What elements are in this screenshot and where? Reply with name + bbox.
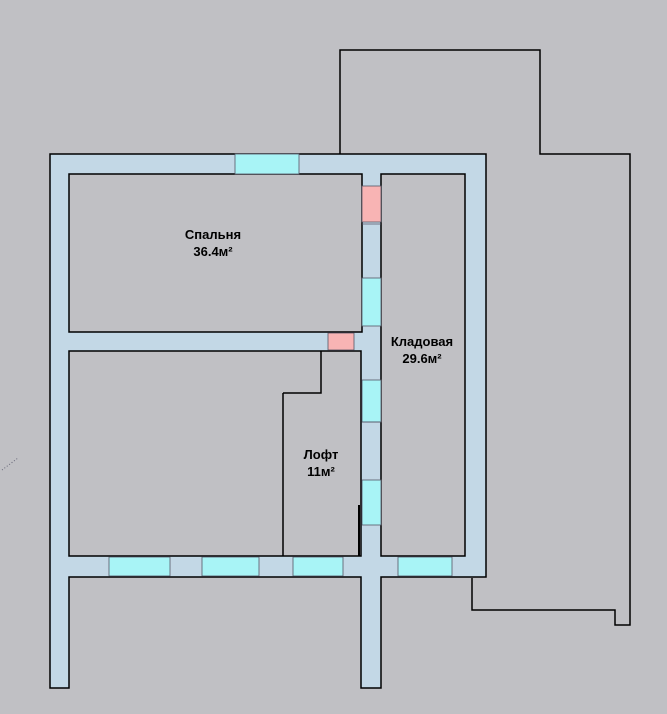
window-bottom-1	[108, 556, 171, 577]
room-name-loft: Лофт	[303, 447, 339, 462]
room-area-storage: 29.6м²	[402, 351, 442, 366]
door-lower-room	[327, 332, 355, 351]
window-mid-1	[361, 277, 382, 327]
room-name-bedroom: Спальня	[184, 227, 242, 242]
dotted-mark	[1, 457, 19, 471]
room-loft-area	[282, 351, 322, 556]
window-bottom-2	[201, 556, 260, 577]
room-area-loft: 11м²	[307, 464, 335, 479]
room-storage-area	[380, 173, 466, 557]
room-label-storage: Кладовая 29.6м²	[362, 333, 482, 367]
window-bottom-4	[397, 556, 453, 577]
window-mid-3	[361, 479, 382, 526]
room-label-loft: Лофт 11м²	[261, 446, 381, 480]
annex-outline	[339, 49, 631, 626]
room-label-bedroom: Спальня 36.4м²	[153, 226, 273, 260]
room-lower-area	[68, 350, 362, 557]
room-name-storage: Кладовая	[390, 334, 454, 349]
door-bedroom	[361, 185, 382, 223]
window-top	[234, 153, 300, 175]
room-bedroom-area	[68, 173, 363, 333]
window-mid-2	[361, 379, 382, 423]
window-bottom-3	[292, 556, 344, 577]
room-area-bedroom: 36.4м²	[193, 244, 233, 259]
